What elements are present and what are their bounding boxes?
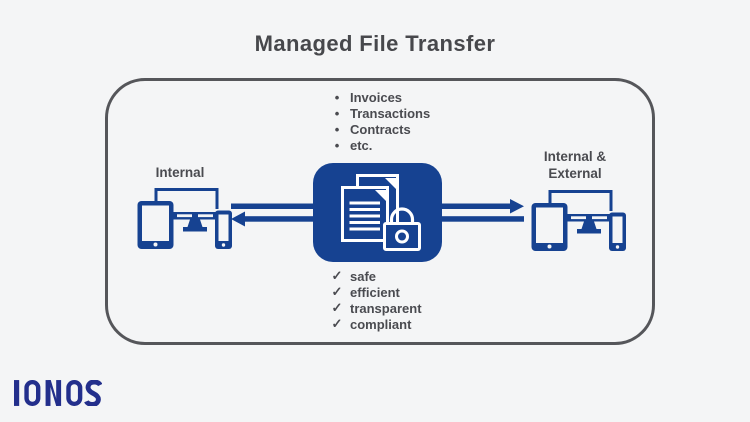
bullet-icon: • [334,105,340,121]
file-types-list: • Invoices • Transactions • Contracts • … [331,89,430,153]
arrowhead-left [231,211,313,227]
monitor-icon [567,214,611,234]
tablet-icon [531,203,568,251]
list-item: • Invoices [331,89,430,105]
arrowhead-right [442,199,524,214]
bullet-icon: • [334,89,340,105]
diagram-frame [105,78,655,345]
bullet-label: etc. [350,137,373,153]
internal-external-devices-icon [531,190,626,251]
arrow-right-icon [442,199,524,222]
front-document-icon [341,186,389,242]
label-line-1: Internal & [543,149,607,164]
qualities-list: ✓ safe ✓ efficient ✓ transparent ✓ compl… [331,268,422,332]
secure-documents-icon [313,163,442,262]
logo-letter-s [84,380,102,406]
tablet-icon [137,201,174,249]
device-bracket-line [548,190,613,211]
phone-icon [609,212,626,251]
logo-letter-o2 [66,380,83,406]
ionos-logo: IONOS [14,380,102,406]
bullet-label: Contracts [350,121,411,137]
phone-icon [215,210,232,249]
check-label: transparent [350,300,422,316]
internal-devices-icon [137,188,232,249]
list-item: ✓ safe [331,268,422,284]
list-item: ✓ transparent [331,300,422,316]
bullet-label: Invoices [350,89,403,105]
device-bracket-line [154,188,219,209]
internal-external-label: Internal & External [529,148,621,182]
check-icon: ✓ [331,284,343,299]
bullet-icon: • [334,137,340,153]
transfer-line [231,203,313,209]
logo-letter-o [24,380,41,406]
padlock-icon [383,207,421,251]
check-label: safe [350,268,377,284]
check-label: efficient [350,284,400,300]
check-icon: ✓ [331,268,343,283]
logo-letter-n [45,380,62,406]
arrow-left-icon [231,203,313,227]
monitor-icon [173,212,217,232]
list-item: ✓ efficient [331,284,422,300]
list-item: ✓ compliant [331,316,422,332]
label-line-2: External [548,166,602,181]
internal-label: Internal [155,165,205,180]
page-title: Managed File Transfer [254,31,496,56]
check-icon: ✓ [331,300,343,315]
logo-letter-i [14,380,20,406]
transfer-line [442,216,524,222]
bullet-icon: • [334,121,340,137]
list-item: • Transactions [331,105,430,121]
list-item: • etc. [331,137,430,153]
bullet-label: Transactions [350,105,431,121]
check-icon: ✓ [331,316,343,331]
list-item: • Contracts [331,121,430,137]
check-label: compliant [350,316,412,332]
